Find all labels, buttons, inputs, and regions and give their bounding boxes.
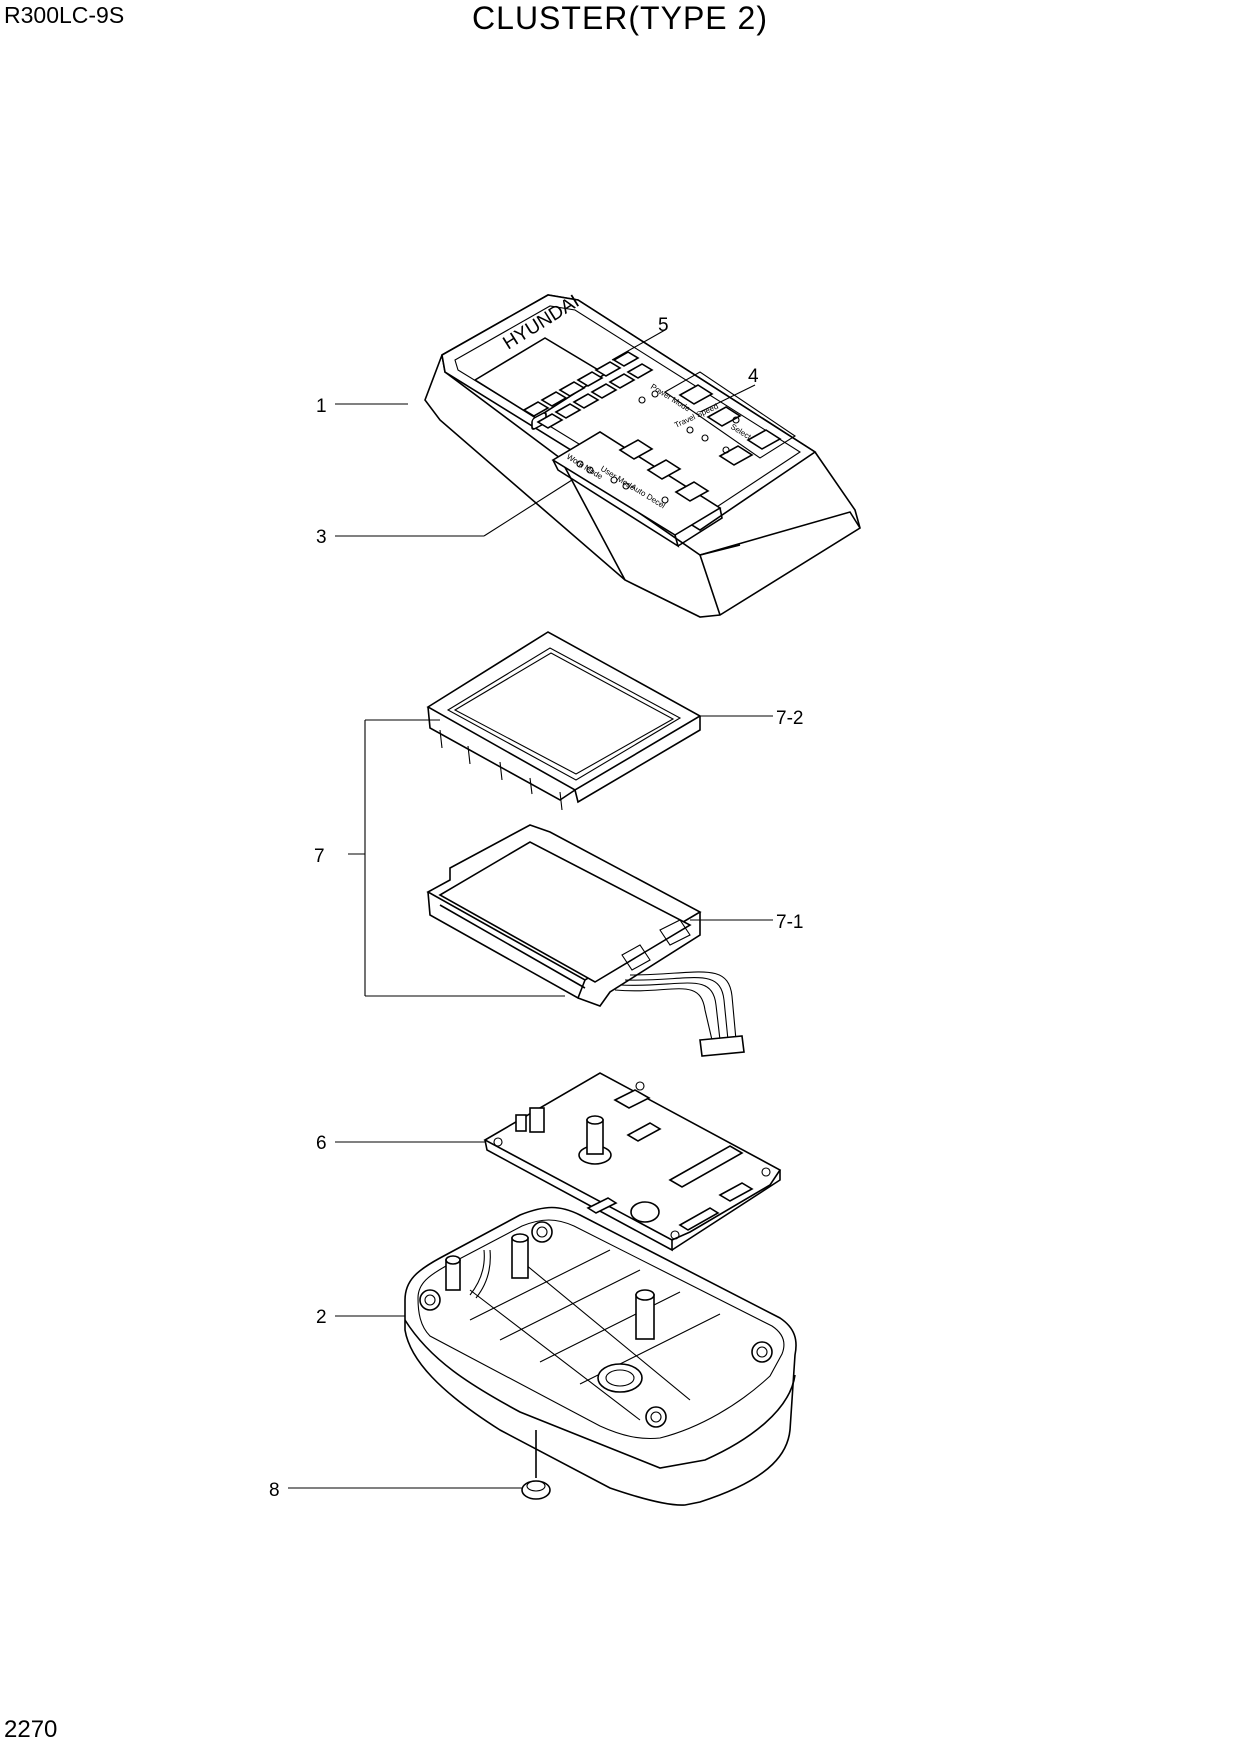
callout-5: 5 bbox=[658, 315, 669, 336]
part-cluster-cover: HYUNDAI Work Mode Power Mode Travel Spee… bbox=[424, 291, 861, 618]
callout-2: 2 bbox=[316, 1307, 327, 1328]
callout-6: 6 bbox=[316, 1133, 327, 1154]
callout-numbers: 1 3 5 4 7-2 7 7-1 6 2 8 bbox=[269, 315, 803, 1501]
part-circuit-board bbox=[483, 1072, 782, 1252]
part-lcd-frame bbox=[426, 631, 702, 811]
callout-3: 3 bbox=[316, 527, 327, 548]
model-code: R300LC-9S bbox=[4, 2, 125, 28]
callout-7-1: 7-1 bbox=[776, 912, 803, 933]
callout-leaders bbox=[288, 329, 773, 1489]
callout-4: 4 bbox=[748, 366, 759, 387]
part-housing bbox=[404, 1206, 797, 1506]
part-lcd-module bbox=[426, 824, 745, 1057]
callout-8: 8 bbox=[269, 1480, 280, 1501]
callout-1: 1 bbox=[316, 396, 327, 417]
callout-7-2: 7-2 bbox=[776, 708, 803, 729]
page-number: 2270 bbox=[4, 1716, 58, 1743]
part-grommet bbox=[521, 1430, 551, 1500]
callout-7: 7 bbox=[314, 846, 325, 867]
page-title: CLUSTER(TYPE 2) bbox=[472, 0, 768, 36]
